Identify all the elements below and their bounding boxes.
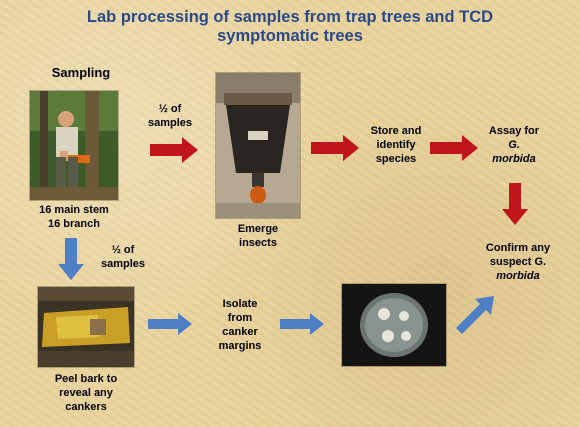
stem-branch-label: 16 main stem 16 branch — [39, 204, 109, 230]
bark-peeling-photo — [38, 287, 134, 367]
red-arrow-down — [502, 183, 528, 225]
sampling-label: Sampling — [51, 65, 111, 80]
confirm-label: Confirm any suspect G. morbida — [485, 242, 551, 282]
tree-sampling-photo — [30, 91, 118, 200]
emergence-trap-photo — [216, 73, 300, 218]
red-arrow-2 — [311, 135, 359, 161]
half-samples-top-label: ½ of samples — [147, 103, 193, 129]
emerge-insects-label: Emerge insects — [237, 223, 279, 249]
blue-arrow-1 — [148, 313, 192, 335]
blue-arrow-2 — [280, 313, 324, 335]
red-arrow-3 — [430, 135, 478, 161]
blue-arrow-diagonal — [456, 296, 494, 334]
page-title: Lab processing of samples from trap tree… — [0, 8, 580, 46]
isolate-label: Isolate from canker margins — [218, 298, 262, 352]
half-samples-left-label: ½ of samples — [100, 244, 146, 270]
title-line-2: symptomatic trees — [217, 27, 363, 45]
petri-dish-photo — [342, 284, 446, 366]
red-arrow-1 — [150, 137, 198, 163]
assay-label: Assay for G. morbida — [488, 125, 540, 165]
peel-bark-label: Peel bark to reveal any cankers — [54, 373, 118, 413]
store-identify-label: Store and identify species — [370, 125, 422, 165]
title-line-1: Lab processing of samples from trap tree… — [86, 8, 494, 26]
blue-arrow-down — [58, 238, 84, 280]
